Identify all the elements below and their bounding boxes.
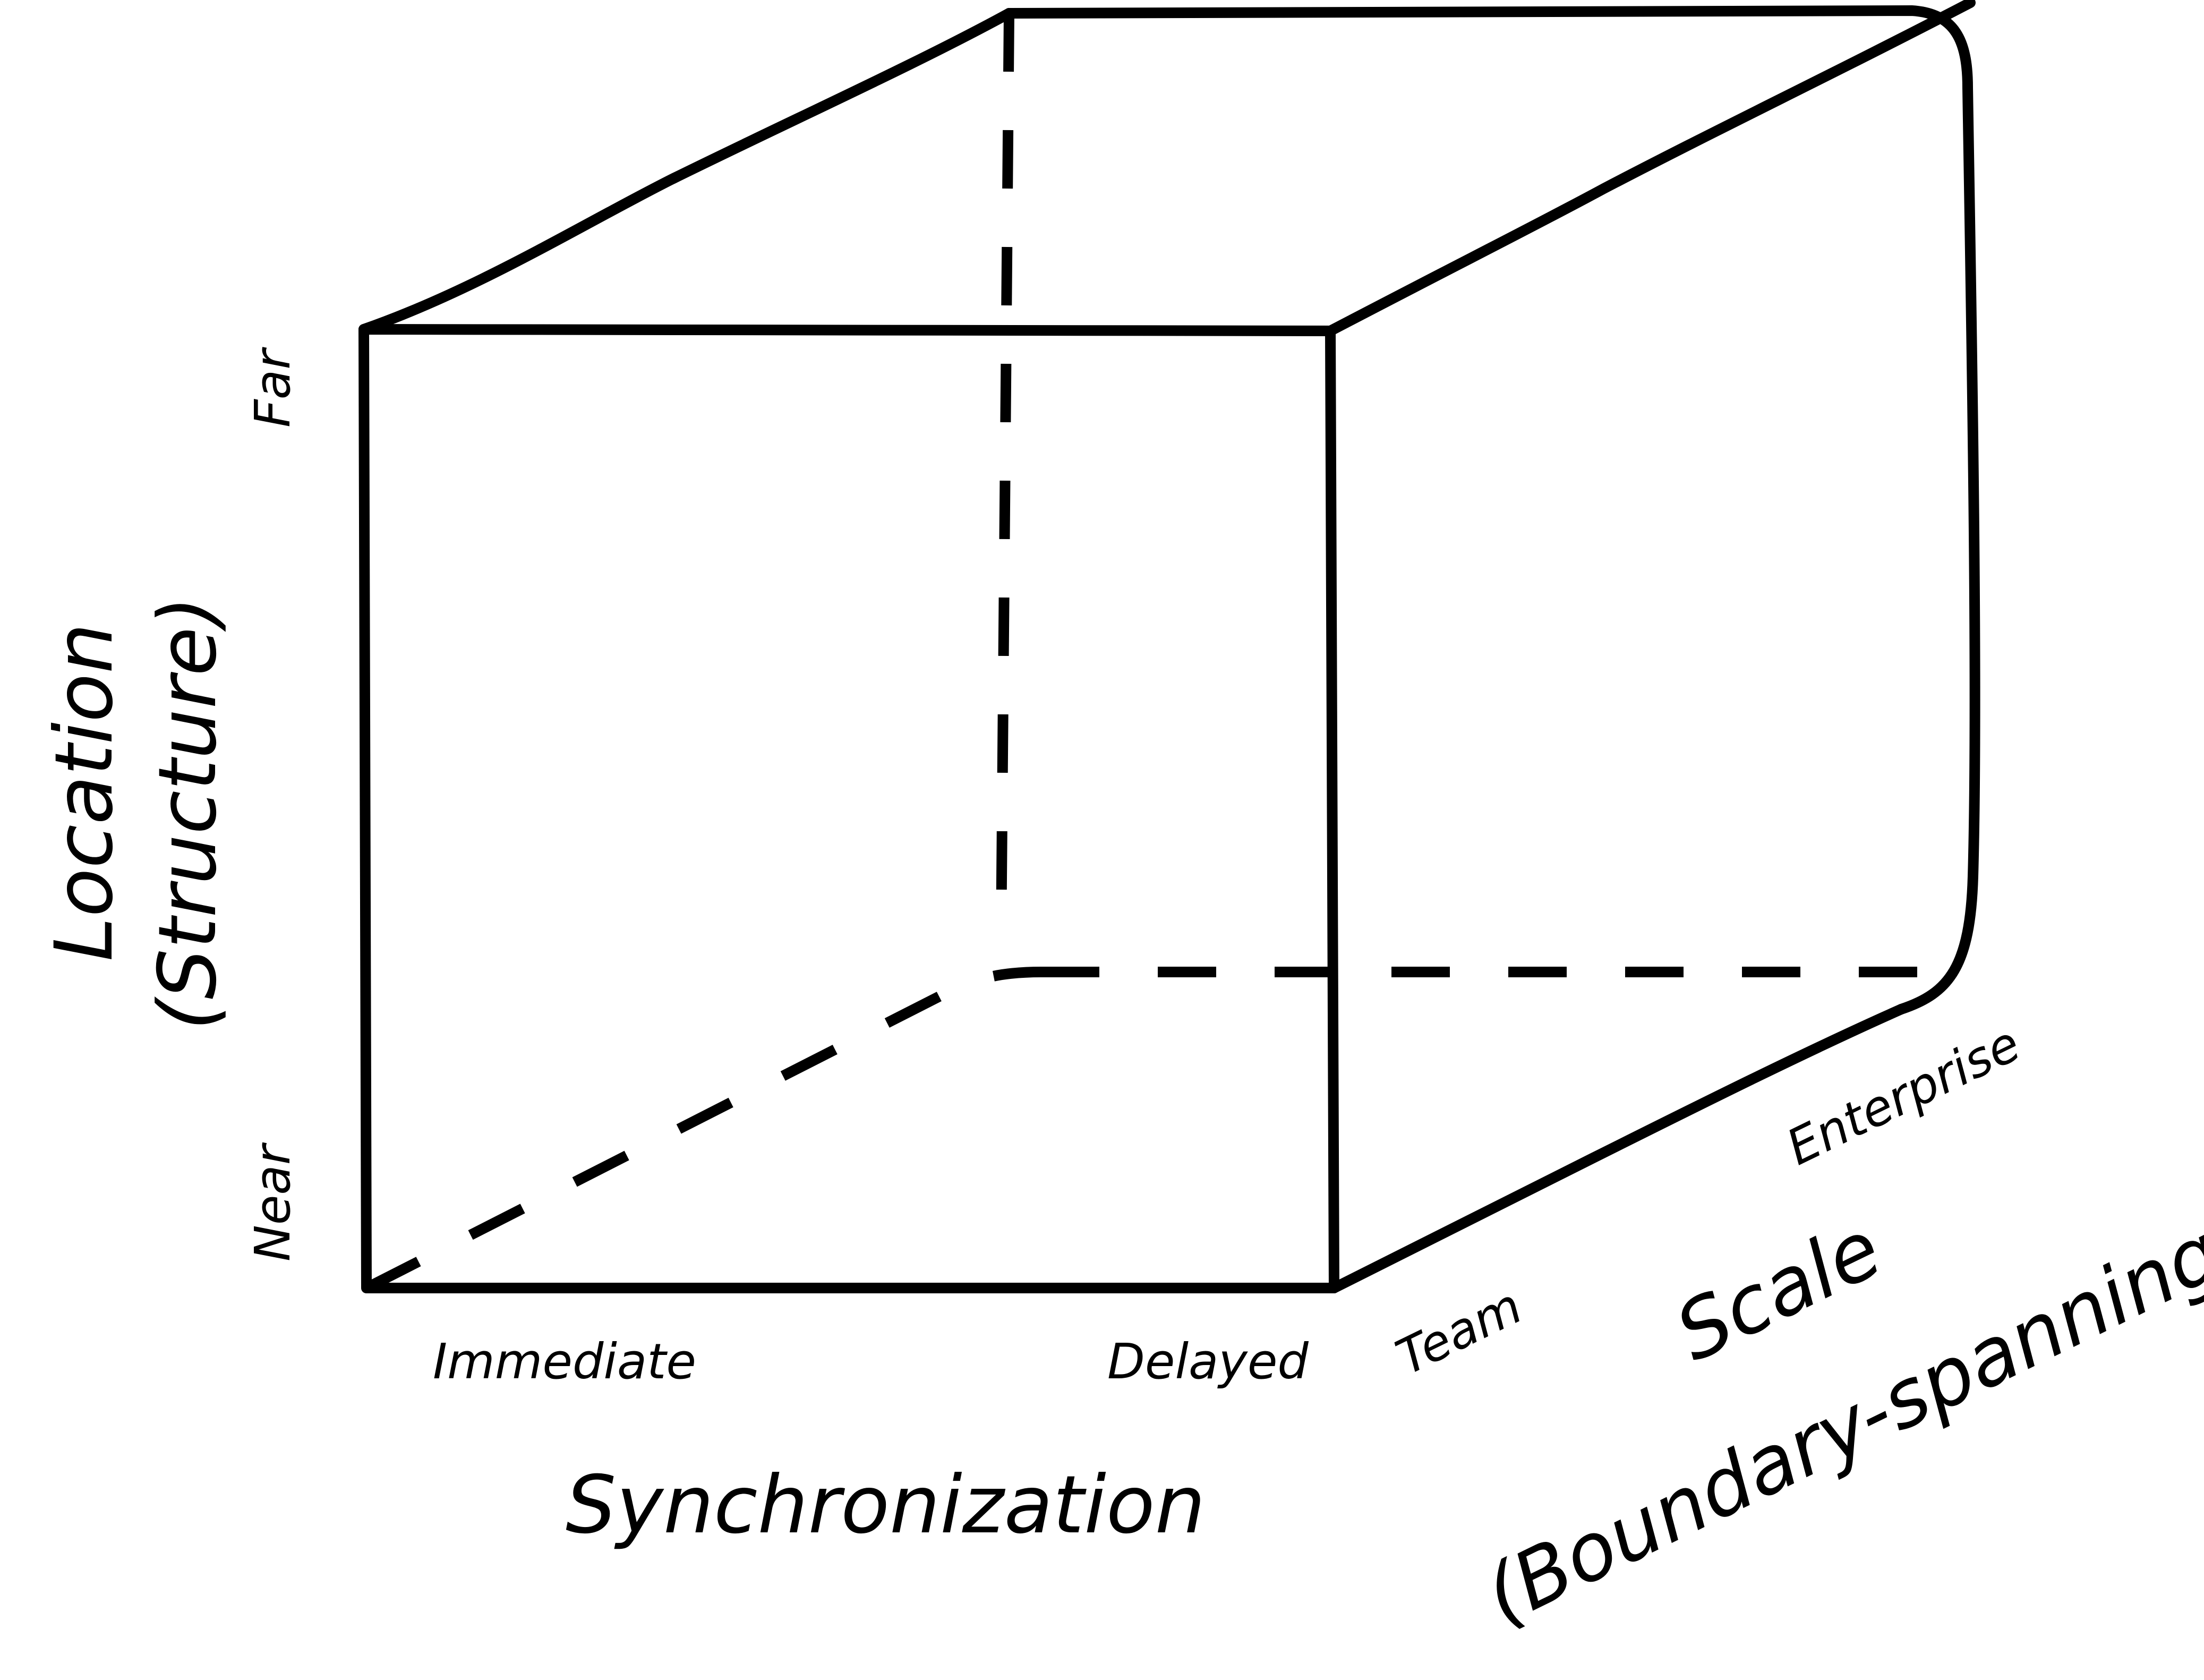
- front-face-edges: [358, 324, 1339, 1293]
- right-face-bottom-edge: [1329, 1004, 1907, 1293]
- hidden-vertical-edge: [996, 13, 1014, 941]
- location-low-label: Near: [244, 1142, 301, 1261]
- scale-low-label: Team: [1388, 1277, 1531, 1386]
- location-axis-title: Location: [38, 623, 131, 961]
- scale-high-label: Enterprise: [1778, 1015, 2029, 1176]
- synchronization-high-label: Delayed: [1107, 1333, 1309, 1390]
- top-face-left-edge: [358, 8, 1014, 335]
- top-face-back-edge: [1004, 5, 1973, 93]
- synchronization-axis-title: Synchronization: [566, 1459, 1206, 1551]
- location-axis-subtitle: (Structure): [142, 596, 234, 1030]
- scale-axis-title: Scale: [1662, 1203, 1895, 1379]
- synchronization-low-label: Immediate: [433, 1333, 696, 1390]
- location-high-label: Far: [244, 347, 301, 428]
- right-face-back-edge: [1896, 82, 1980, 1014]
- hidden-bottom-depth-edge: [364, 967, 1041, 1293]
- top-face-right-edge: [1325, 0, 1976, 336]
